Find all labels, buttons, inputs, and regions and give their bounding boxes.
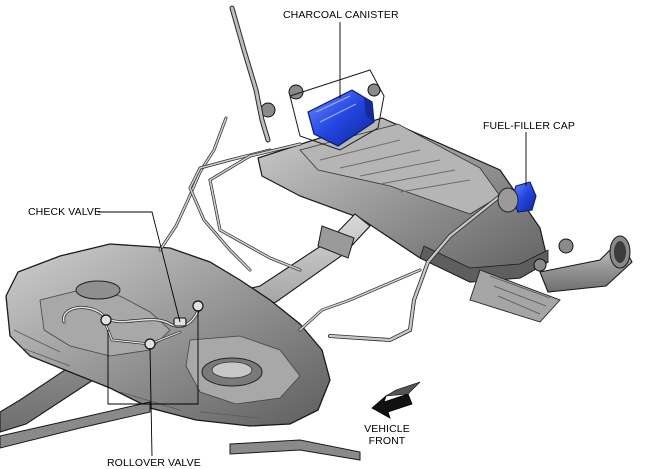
charcoal-canister <box>289 69 385 151</box>
front-pipes <box>0 401 361 461</box>
label-vehicle-front-line1: VEHICLE <box>364 423 410 435</box>
muffler-assembly <box>257 83 633 323</box>
evap-lines <box>62 5 502 346</box>
label-charcoal-canister: CHARCOAL CANISTER <box>283 9 399 21</box>
label-fuel-filler-cap: FUEL-FILLER CAP <box>483 120 575 132</box>
vehicle-front-arrow-icon <box>371 381 421 419</box>
label-rollover-valve: ROLLOVER VALVE <box>107 457 201 469</box>
leader-lines <box>98 22 527 457</box>
leader-check-valve <box>98 211 181 323</box>
label-vehicle-front-line2: FRONT <box>368 435 406 447</box>
leader-rollover-valve <box>107 310 199 405</box>
fuel-filler-cap <box>497 181 537 213</box>
valves <box>100 300 204 350</box>
label-check-valve: CHECK VALVE <box>28 206 102 218</box>
label-vehicle-front: VEHICLE FRONT <box>362 423 412 447</box>
leader-rollover-valve-2 <box>149 347 153 457</box>
